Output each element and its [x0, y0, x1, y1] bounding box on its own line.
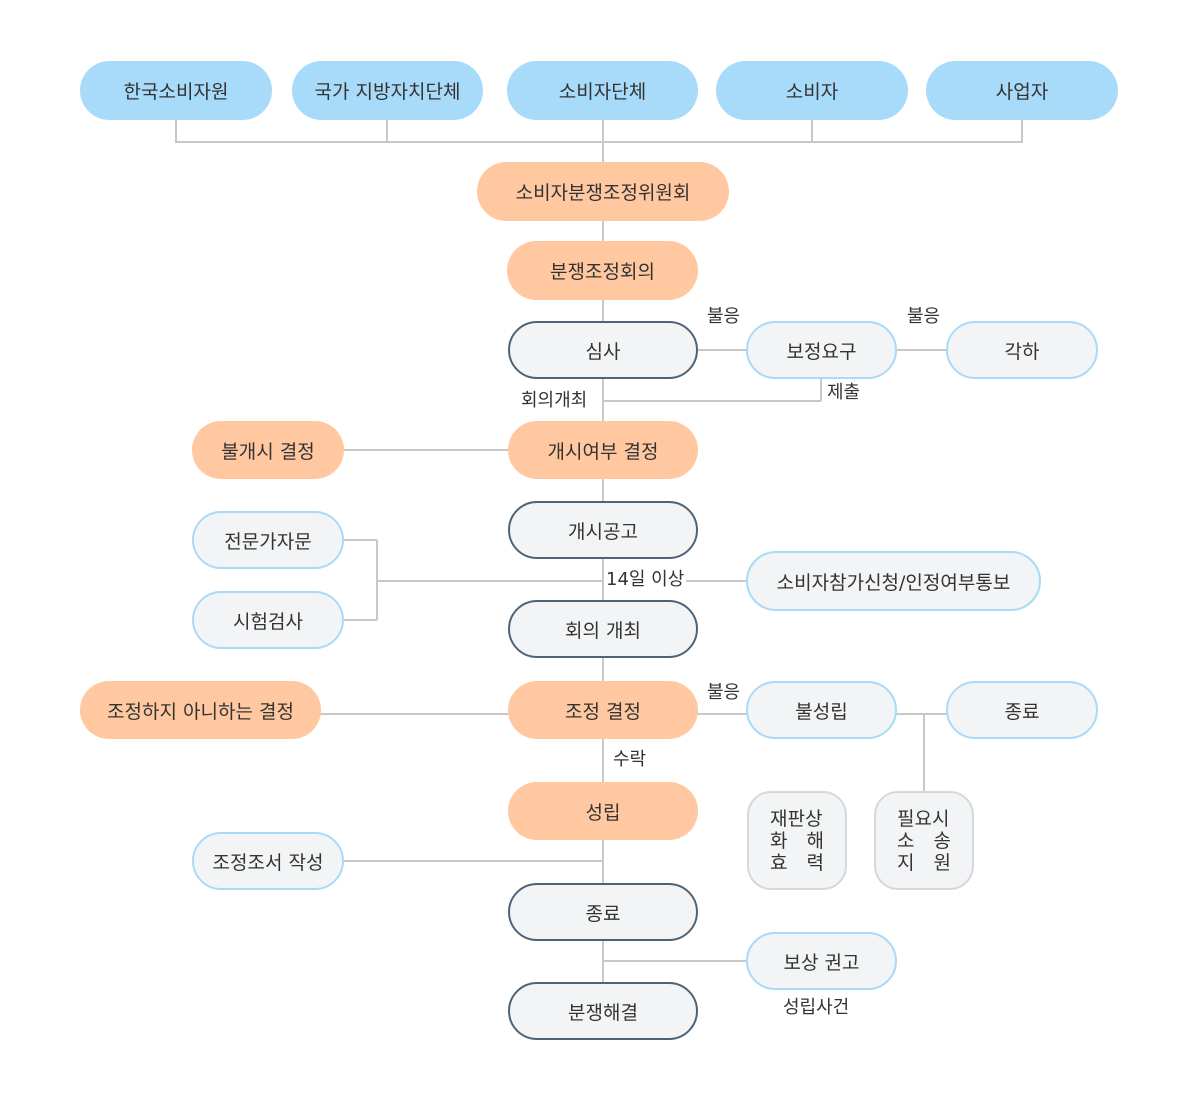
hold-meeting-label: 회의개최 — [519, 390, 590, 412]
document-node: 조정조서 작성 — [192, 832, 344, 890]
lawsuit-support-node: 필요시 소 송 지 원 — [874, 791, 974, 890]
accept-label: 수락 — [613, 749, 647, 770]
business-node: 사업자 — [926, 61, 1118, 120]
established-node: 성립 — [508, 782, 698, 840]
mediation-decision-node: 조정 결정 — [508, 681, 698, 739]
consumer-group-node: 소비자단체 — [507, 61, 698, 120]
refuse-label-2: 불응 — [907, 306, 941, 327]
expert-node: 전문가자문 — [192, 511, 344, 569]
compensation-node: 보상 권고 — [746, 932, 897, 990]
review-node: 심사 — [508, 321, 698, 379]
submit-label: 제출 — [827, 382, 861, 403]
refuse-label-1: 불응 — [707, 306, 741, 327]
kca-node: 한국소비자원 — [80, 61, 272, 120]
end-right-node: 종료 — [946, 681, 1098, 739]
participation-node: 소비자참가신청/인정여부통보 — [746, 551, 1041, 611]
government-node: 국가 지방자치단체 — [292, 61, 483, 120]
supplement-node: 보정요구 — [746, 321, 897, 379]
committee-node: 소비자분쟁조정위원회 — [477, 162, 729, 221]
days-label: 14일 이상 — [604, 569, 687, 591]
judicial-effect-node: 재판상 화 해 효 력 — [747, 791, 847, 890]
refuse-label-3: 불응 — [707, 682, 741, 703]
dismiss-node: 각하 — [946, 321, 1098, 379]
test-node: 시험검사 — [192, 591, 344, 649]
resolution-node: 분쟁해결 — [508, 982, 698, 1040]
start-decision-node: 개시여부 결정 — [508, 421, 698, 479]
consumer-node: 소비자 — [716, 61, 908, 120]
failed-node: 불성립 — [746, 681, 897, 739]
session-node: 회의 개최 — [508, 600, 698, 658]
established-case-label: 성립사건 — [783, 997, 850, 1018]
no-mediation-node: 조정하지 아니하는 결정 — [80, 681, 321, 739]
end-node: 종료 — [508, 883, 698, 941]
no-start-node: 불개시 결정 — [192, 421, 344, 479]
meeting-node: 분쟁조정회의 — [507, 241, 698, 300]
notice-node: 개시공고 — [508, 501, 698, 559]
